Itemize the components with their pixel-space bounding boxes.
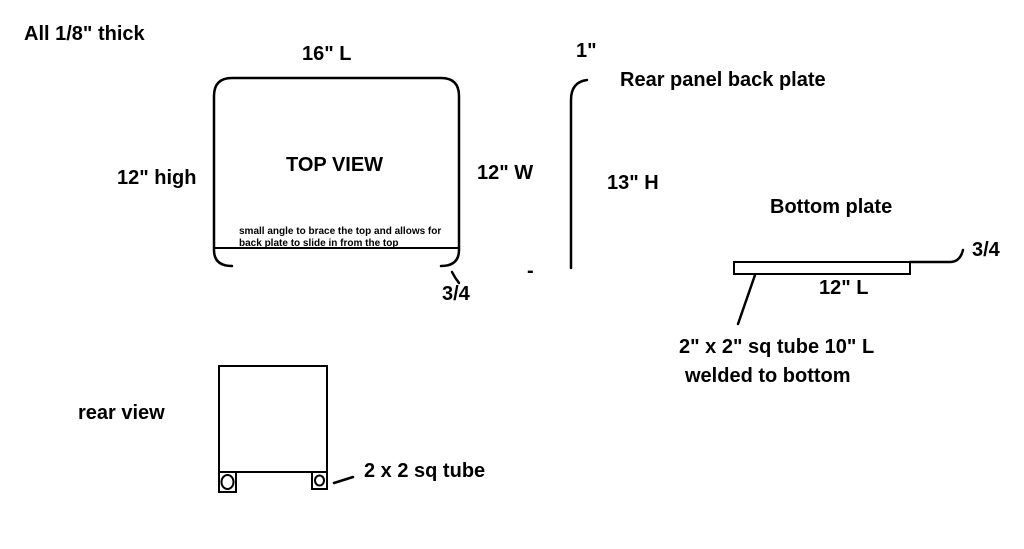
brace-note-line1: small angle to brace the top and allows … (239, 226, 441, 237)
rear-view-title: rear view (78, 402, 165, 424)
rear-panel-profile (569, 78, 589, 270)
corner-tick (450, 270, 461, 285)
brace-note-line2: back plate to slide in from the top (239, 238, 398, 249)
rear-view-box (218, 365, 328, 473)
left-tube-hole (220, 474, 235, 490)
bottom-plate-lip (908, 248, 965, 264)
rear-panel-top-label: 1" (576, 40, 597, 62)
tube-spec-line2: welded to bottom (684, 365, 851, 387)
right-tube (311, 471, 328, 490)
bottom-plate: Bottom plate 3/4 12" L 2" x 2" sq tube 1… (679, 196, 1001, 387)
tube-callout-line (332, 475, 355, 485)
rear-view: rear view 2 x 2 sq tube (78, 365, 485, 493)
top-view-width-label: 12" W (477, 162, 533, 184)
bottom-plate-title: Bottom plate (770, 196, 892, 218)
rear-panel-height-label: 13" H (607, 172, 659, 194)
bottom-plate-body (733, 261, 911, 275)
rear-view-tube-label: 2 x 2 sq tube (364, 460, 485, 482)
top-view-length-label: 16" L (302, 43, 352, 65)
rear-panel: 1" Rear panel back plate 13" H - (527, 40, 826, 282)
thickness-note: All 1/8" thick (24, 23, 146, 45)
top-view: 16" L 12" high 12" W TOP VIEW small angl… (117, 43, 533, 305)
rear-panel-dash: - (527, 260, 534, 282)
left-tube (218, 471, 237, 493)
tube-spec-line1: 2" x 2" sq tube 10" L (679, 336, 874, 358)
bottom-plate-lip-label: 3/4 (972, 239, 1001, 261)
top-view-height-label: 12" high (117, 167, 197, 189)
top-view-outline (212, 76, 461, 268)
rear-panel-title: Rear panel back plate (620, 69, 826, 91)
tube-leader-line (736, 273, 757, 326)
corner-label: 3/4 (442, 283, 471, 305)
right-tube-hole (314, 474, 325, 487)
top-view-title: TOP VIEW (286, 154, 383, 176)
bottom-plate-length-label: 12" L (819, 277, 869, 299)
